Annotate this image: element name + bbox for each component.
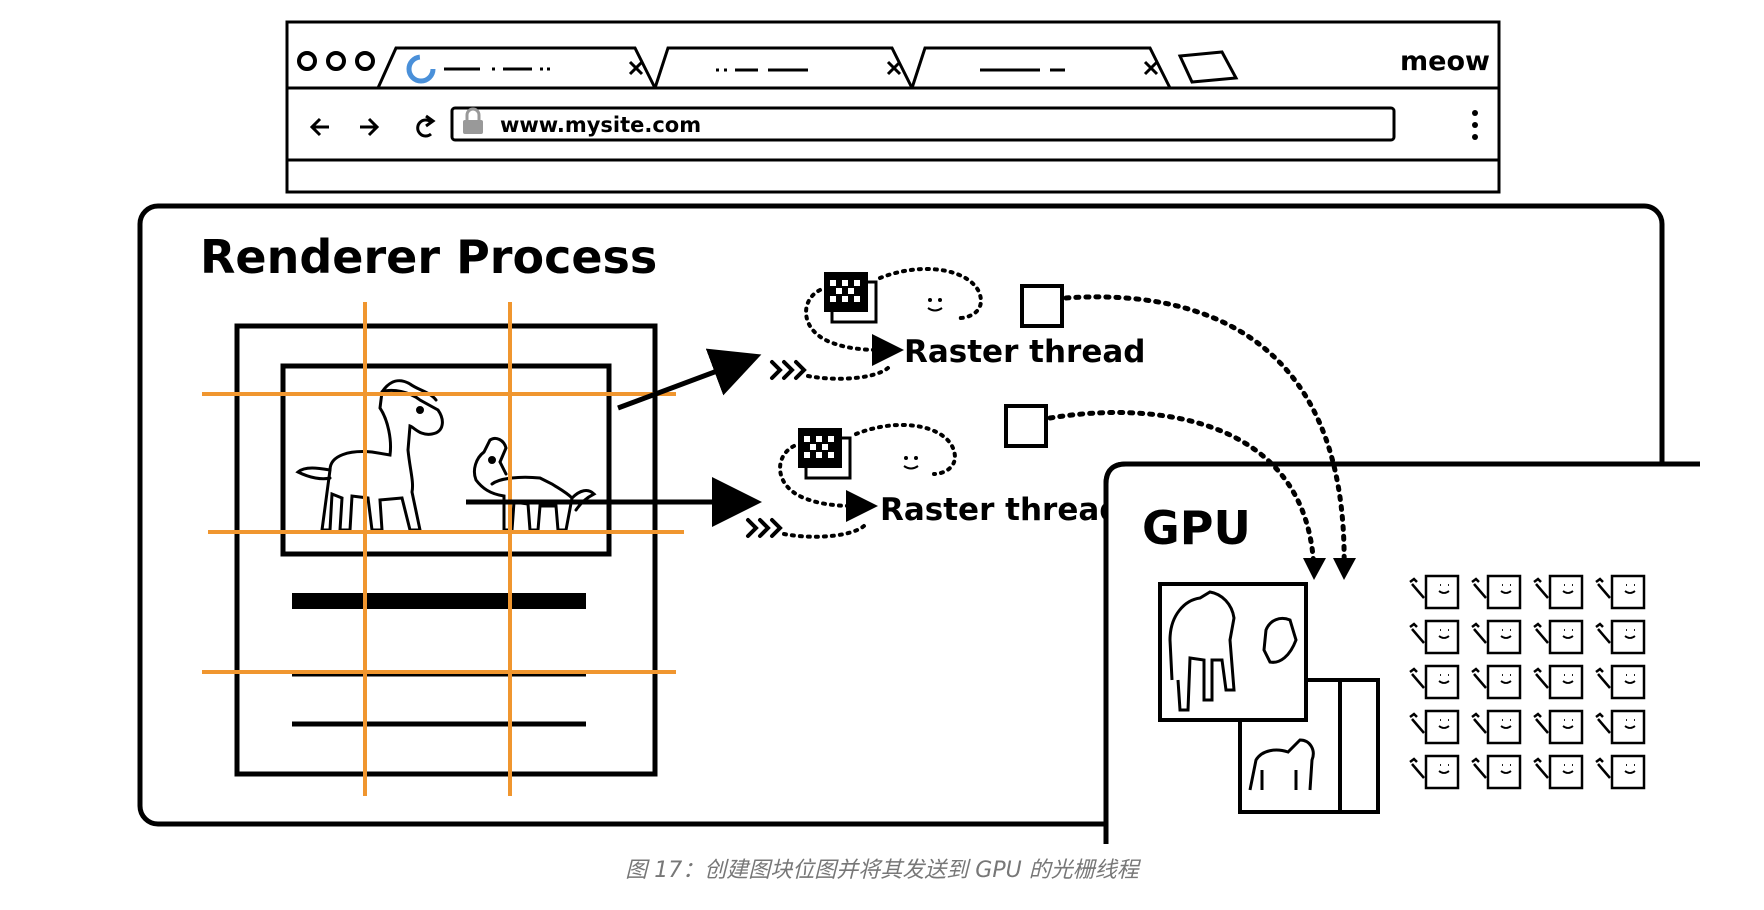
raster-tile-icon xyxy=(1595,709,1646,745)
raster-thread-1: Raster thread xyxy=(770,266,1145,381)
back-arrow-icon[interactable] xyxy=(309,117,329,137)
heading-bar xyxy=(292,593,586,609)
reload-icon[interactable] xyxy=(416,114,436,138)
tile-grid xyxy=(202,302,684,796)
lock-icon xyxy=(463,107,483,134)
arrow-tile-to-gpu-2 xyxy=(1047,410,1317,575)
tile-grid-icons xyxy=(1409,574,1646,790)
close-icon[interactable] xyxy=(886,60,902,76)
smiley-icon xyxy=(927,298,943,312)
raster-tile-icon xyxy=(1595,754,1646,790)
raster-tile-icon xyxy=(1409,574,1460,610)
raster-tile-icon xyxy=(1409,754,1460,790)
spinner-icon xyxy=(406,54,436,84)
tab-2[interactable] xyxy=(653,46,914,89)
raster-thread-2: Raster thread xyxy=(746,404,1121,539)
raster-tile-icon xyxy=(1471,574,1522,610)
raster-tile-icon xyxy=(1533,709,1584,745)
forward-arrow-icon[interactable] xyxy=(360,117,380,137)
raster-tile-icon xyxy=(1533,574,1584,610)
bitmap-tile-icon xyxy=(798,428,852,480)
kebab-menu-icon[interactable] xyxy=(1472,110,1478,140)
new-tab-icon[interactable] xyxy=(1177,50,1239,84)
tile-square xyxy=(1004,404,1048,448)
raster-tile-icon xyxy=(1595,619,1646,655)
thread-tail-icon xyxy=(746,518,783,538)
renderer-title: Renderer Process xyxy=(200,230,657,284)
close-icon[interactable] xyxy=(1143,60,1159,76)
figure-caption: 图 17：创建图块位图并将其发送到 GPU 的光栅线程 xyxy=(625,858,1139,883)
arrow-to-raster-1 xyxy=(617,348,762,411)
tab-3[interactable] xyxy=(910,46,1172,89)
bitmap-tile-icon xyxy=(824,272,878,324)
raster-tile-icon xyxy=(1533,754,1584,790)
raster-tile-icon xyxy=(1471,754,1522,790)
raster-tile-icon xyxy=(1533,664,1584,700)
raster-thread-label: Raster thread xyxy=(904,334,1145,370)
raster-tile-icon xyxy=(1533,619,1584,655)
close-icon[interactable] xyxy=(628,60,644,76)
arrowhead xyxy=(1333,558,1356,580)
gpu-tiles xyxy=(1158,582,1380,814)
raster-tile-icon xyxy=(1471,709,1522,745)
smiley-icon xyxy=(903,456,919,470)
raster-tile-icon xyxy=(1595,574,1646,610)
gpu-title: GPU xyxy=(1142,501,1251,555)
browser-window: meow www.mysite.com xyxy=(285,20,1501,194)
raster-thread-label: Raster thread xyxy=(880,492,1121,528)
raster-tile-icon xyxy=(1409,709,1460,745)
browser-brand: meow xyxy=(1400,46,1490,77)
raster-tile-icon xyxy=(1595,664,1646,700)
tab-1[interactable] xyxy=(376,46,657,89)
raster-tile-icon xyxy=(1471,664,1522,700)
arrowhead xyxy=(1303,558,1326,580)
tile-square xyxy=(1020,284,1064,328)
address-bar[interactable]: www.mysite.com xyxy=(450,106,1396,142)
raster-tile-icon xyxy=(1471,619,1522,655)
thread-tail-icon xyxy=(770,360,807,380)
window-controls[interactable] xyxy=(297,51,375,71)
address-url: www.mysite.com xyxy=(500,113,701,137)
raster-tile-icon xyxy=(1409,619,1460,655)
gpu-panel: GPU xyxy=(1103,461,1708,846)
raster-tile-icon xyxy=(1409,664,1460,700)
arrow-tile-to-gpu-1 xyxy=(1063,294,1347,575)
